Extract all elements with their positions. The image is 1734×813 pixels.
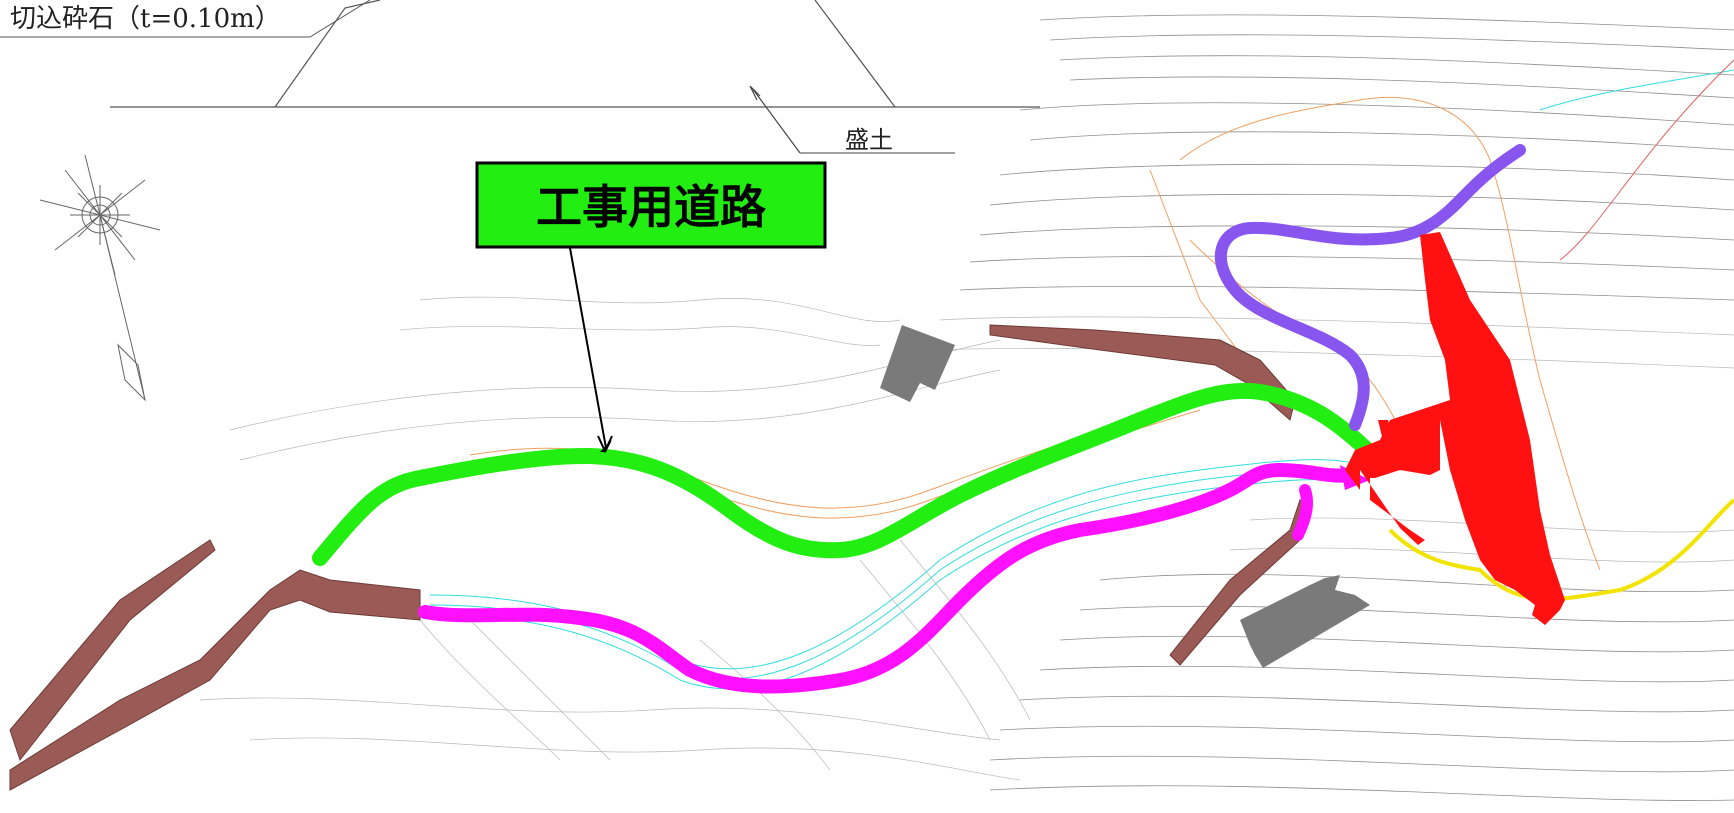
dam-body [1345,232,1565,625]
material-label: 切込砕石（t=0.10m） [10,4,281,34]
cross-section: 切込砕石（t=0.10m） 盛土 [0,0,1040,154]
construction-road [312,382,1373,566]
building-1 [880,325,955,402]
relocated-road [418,462,1357,694]
upper-road [1214,144,1526,431]
buildings [880,325,1370,668]
red-boundary-thin [1559,59,1734,261]
fill-label: 盛土 [845,126,893,154]
callout-label: 工事用道路 [536,180,767,234]
north-arrow-icon [39,154,161,402]
relocated-road-branch [1292,484,1313,541]
building-2 [1240,575,1370,668]
construction-road-callout: 工事用道路 [475,161,827,454]
existing-road [9,324,1311,791]
yellow-boundary [1388,498,1734,601]
contour-lines [199,14,1734,801]
callout-box [475,161,827,249]
